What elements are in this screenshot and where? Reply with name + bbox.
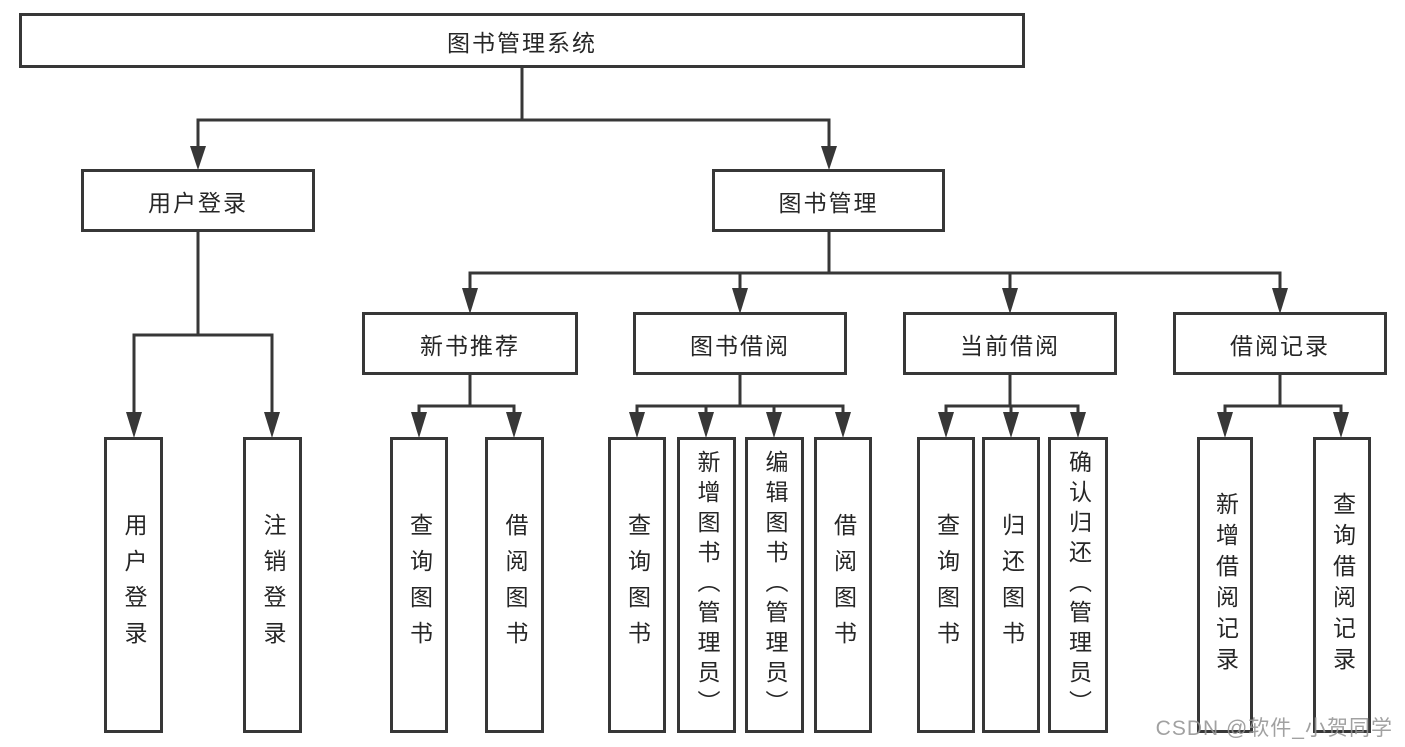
leaf-borrow-borrow-books-label: 借阅图书 <box>830 513 857 657</box>
node-new-book-recommend-label: 新书推荐 <box>420 332 520 359</box>
node-root-label: 图书管理系统 <box>447 29 597 56</box>
leaf-logout: 注销登录 <box>243 437 302 733</box>
leaf-recommend-borrow-books: 借阅图书 <box>485 437 544 733</box>
node-book-borrow: 图书借阅 <box>633 312 847 375</box>
leaf-borrow-query-books-label: 查询图书 <box>624 513 651 657</box>
leaf-recommend-query-books-label: 查询图书 <box>406 513 433 657</box>
leaf-borrow-edit-books-label: 编辑图书（管理员） <box>762 450 788 720</box>
leaf-current-confirm-return-label: 确认归还（管理员） <box>1065 450 1092 720</box>
leaf-borrow-add-books-label: 新增图书（管理员） <box>694 450 720 720</box>
node-user-login: 用户登录 <box>81 169 315 232</box>
node-new-book-recommend: 新书推荐 <box>362 312 578 375</box>
leaf-current-query-books: 查询图书 <box>917 437 975 733</box>
node-current-borrow-label: 当前借阅 <box>960 332 1060 359</box>
leaf-recommend-borrow-books-label: 借阅图书 <box>502 513 528 657</box>
leaf-user-login-label: 用户登录 <box>121 513 147 657</box>
leaf-recommend-query-books: 查询图书 <box>390 437 448 733</box>
node-borrow-records: 借阅记录 <box>1173 312 1387 375</box>
leaf-records-add-record: 新增借阅记录 <box>1197 437 1253 733</box>
leaf-current-query-books-label: 查询图书 <box>933 513 960 657</box>
node-book-management-label: 图书管理 <box>778 189 879 216</box>
node-root: 图书管理系统 <box>19 13 1025 68</box>
node-borrow-records-label: 借阅记录 <box>1230 332 1330 359</box>
leaf-borrow-borrow-books: 借阅图书 <box>814 437 872 733</box>
arrowheads <box>126 146 1349 438</box>
leaf-records-add-record-label: 新增借阅记录 <box>1212 492 1239 678</box>
leaf-current-return-books: 归还图书 <box>982 437 1040 733</box>
leaf-current-confirm-return: 确认归还（管理员） <box>1048 437 1108 733</box>
leaf-borrow-query-books: 查询图书 <box>608 437 666 733</box>
leaf-user-login: 用户登录 <box>104 437 163 733</box>
leaf-logout-label: 注销登录 <box>260 513 286 657</box>
node-book-borrow-label: 图书借阅 <box>690 332 790 359</box>
watermark: CSDN @软件_小贺同学 <box>1155 717 1393 740</box>
leaf-records-query-record: 查询借阅记录 <box>1313 437 1371 733</box>
node-user-login-label: 用户登录 <box>148 189 248 216</box>
node-current-borrow: 当前借阅 <box>903 312 1117 375</box>
leaf-current-return-books-label: 归还图书 <box>998 513 1025 657</box>
leaf-records-query-record-label: 查询借阅记录 <box>1329 492 1356 678</box>
leaf-borrow-add-books: 新增图书（管理员） <box>677 437 736 733</box>
node-book-management: 图书管理 <box>712 169 945 232</box>
leaf-borrow-edit-books: 编辑图书（管理员） <box>745 437 804 733</box>
